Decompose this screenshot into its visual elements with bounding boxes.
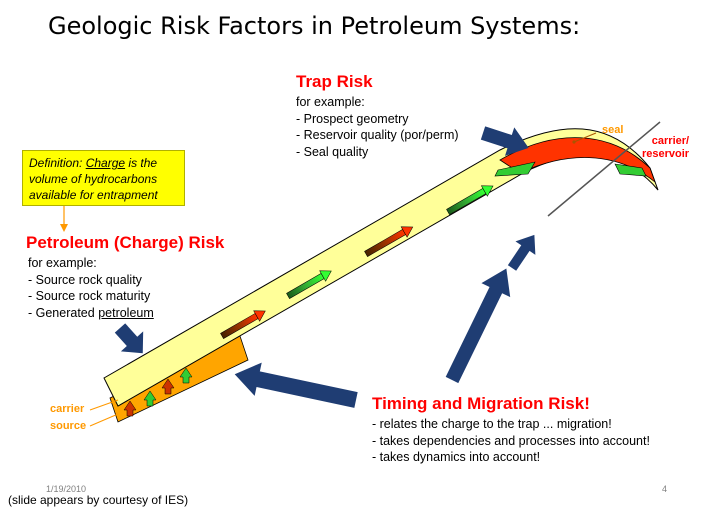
charge-risk-item-underlined: petroleum bbox=[98, 305, 154, 320]
reservoir-fill-left bbox=[494, 161, 536, 177]
definition-term: Charge bbox=[85, 156, 126, 170]
trap-risk-intro: for example: bbox=[296, 95, 365, 109]
charge-risk-item-last: - Generated petroleum bbox=[28, 305, 154, 322]
timing-risk-heading: Timing and Migration Risk! bbox=[372, 394, 590, 413]
footer-page-number: 4 bbox=[662, 484, 668, 494]
charge-risk-intro: for example: bbox=[28, 256, 97, 270]
charge-risk-item: - Source rock quality bbox=[28, 272, 142, 287]
source-leader bbox=[89, 413, 119, 427]
footer-courtesy: (slide appears by courtesy of IES) bbox=[8, 493, 189, 507]
seal-leader bbox=[573, 132, 597, 143]
definition-connector-head bbox=[60, 224, 68, 232]
migration-arrow-green-2 bbox=[286, 270, 332, 299]
definition-box: Definition: Charge is the volume of hydr… bbox=[22, 150, 185, 206]
seal-label: seal bbox=[602, 124, 624, 136]
migration-arrow-green-1 bbox=[446, 185, 494, 215]
pointer-arrow-migration-up bbox=[445, 268, 511, 384]
carrier-layer bbox=[103, 128, 659, 407]
carrier-reservoir-label: carrier/ reservoir bbox=[642, 135, 689, 161]
trap-risk-item: - Seal quality bbox=[296, 144, 369, 159]
timing-risk-item: - takes dynamics into account! bbox=[372, 450, 541, 464]
reservoir-fill-right bbox=[614, 163, 647, 177]
expulsion-arrow-red-2 bbox=[161, 378, 175, 395]
pointer-arrow-migration-upper bbox=[507, 234, 536, 271]
footer-date: 1/19/2010 bbox=[46, 484, 87, 494]
definition-rest: is the volume of hydrocarbons available … bbox=[29, 156, 158, 202]
pointer-arrow-charge bbox=[114, 323, 144, 354]
migration-arrow-red-1 bbox=[364, 226, 414, 257]
trap-risk-item: - Reservoir quality (por/perm) bbox=[296, 128, 459, 142]
seal-layer bbox=[499, 137, 656, 184]
pointer-arrow-trap bbox=[480, 126, 529, 156]
expulsion-arrow-green-2 bbox=[179, 367, 193, 384]
charge-risk-text: for example: - Source rock quality - Sou… bbox=[28, 255, 154, 321]
carrier-label: carrier bbox=[50, 403, 85, 415]
trap-risk-text: for example: - Prospect geometry - Reser… bbox=[296, 94, 459, 160]
expulsion-arrow-green-1 bbox=[143, 390, 157, 407]
page-title: Geologic Risk Factors in Petroleum Syste… bbox=[48, 12, 581, 40]
carrier-reservoir-label-line1: carrier/ bbox=[651, 135, 690, 147]
trap-risk-heading: Trap Risk bbox=[296, 72, 373, 91]
charge-risk-item-prefix: - Generated bbox=[28, 305, 99, 320]
pointer-arrow-migration-left bbox=[234, 362, 358, 408]
expulsion-arrow-red-1 bbox=[123, 400, 137, 417]
timing-risk-item: - takes dependencies and processes into … bbox=[372, 433, 650, 448]
trap-risk-item: - Prospect geometry bbox=[296, 111, 409, 126]
migration-arrow-red-2 bbox=[220, 310, 266, 339]
fault-line bbox=[547, 121, 661, 217]
definition-prefix: Definition: bbox=[29, 156, 86, 170]
timing-risk-text: - relates the charge to the trap ... mig… bbox=[372, 416, 650, 466]
carrier-reservoir-label-line2: reservoir bbox=[642, 148, 690, 160]
charge-risk-heading: Petroleum (Charge) Risk bbox=[26, 233, 225, 252]
timing-risk-item: - relates the charge to the trap ... mig… bbox=[372, 417, 612, 431]
charge-risk-item: - Source rock maturity bbox=[28, 289, 151, 303]
carrier-leader bbox=[89, 399, 119, 411]
seal-leader-dot bbox=[572, 140, 576, 144]
source-label: source bbox=[50, 420, 87, 432]
